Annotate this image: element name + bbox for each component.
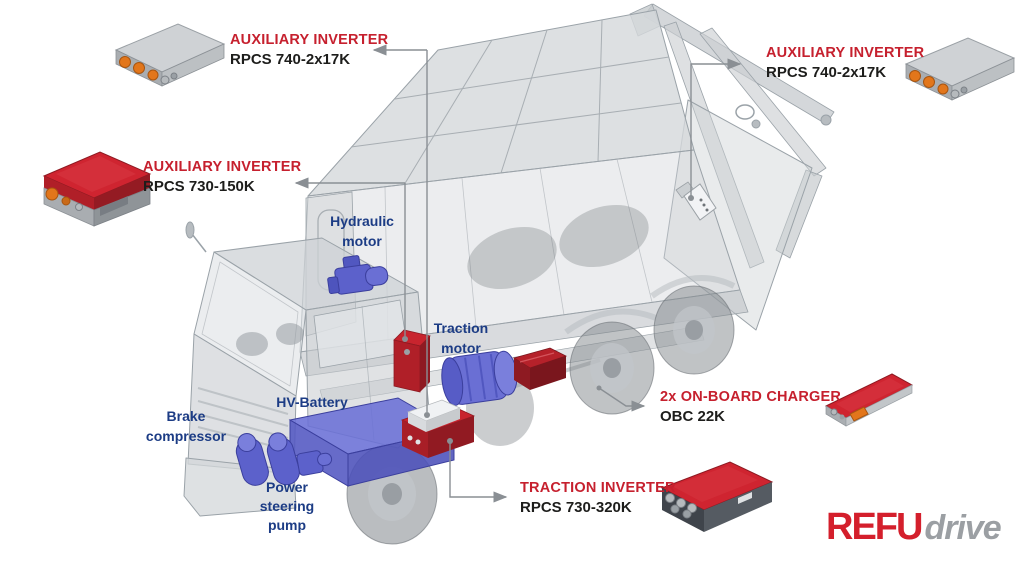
label-brake-compressor: Brake compressor — [145, 408, 227, 444]
logo-drive: drive — [924, 509, 1001, 547]
leader-onboard-charger — [596, 385, 646, 412]
logo-refu: REFU — [826, 506, 923, 548]
refudrive-logo: REFU drive — [826, 506, 1002, 549]
traction-inverter-device — [660, 461, 774, 532]
far-side-wheels — [466, 204, 649, 446]
leader-aux-top-right — [688, 58, 742, 201]
power-steering-pump-component — [296, 450, 333, 476]
truck-components — [235, 181, 717, 487]
traction-inverter-on-truck — [400, 399, 476, 458]
callout-model: RPCS 740-2x17K — [230, 51, 351, 68]
truck-body — [183, 3, 835, 545]
callout-title: TRACTION INVERTER — [520, 480, 676, 496]
brake-compressor-component — [235, 432, 300, 486]
callout-traction-inverter: TRACTION INVERTER RPCS 730-320K — [520, 479, 676, 517]
leader-traction-inverter — [447, 438, 508, 503]
label-hydraulic-motor: Hydraulic motor — [330, 213, 394, 249]
label-power-steering-pump: Power steering pump — [259, 479, 315, 533]
aux-inverter-730-device — [42, 151, 152, 227]
callout-title: 2x ON-BOARD CHARGER — [660, 389, 842, 405]
callout-onboard-charger: 2x ON-BOARD CHARGER OBC 22K — [660, 388, 841, 426]
callout-title: AUXILIARY INVERTER — [766, 45, 925, 61]
rear-lifter-arms — [629, 3, 835, 331]
leader-lines — [294, 44, 742, 503]
hydraulic-motor-component — [327, 255, 389, 295]
callout-aux-inverter-left: AUXILIARY INVERTER RPCS 730-150K — [143, 158, 301, 196]
onboard-charger-device — [824, 373, 914, 427]
rear-control-box — [675, 181, 717, 221]
callout-model: RPCS 730-320K — [520, 499, 632, 516]
callout-model: OBC 22K — [660, 408, 726, 425]
callout-aux-inverter-top-left: AUXILIARY INVERTER RPCS 740-2x17K — [230, 31, 388, 69]
callout-title: AUXILIARY INVERTER — [230, 32, 389, 48]
aux-inverter-740-device-left — [115, 23, 225, 87]
leader-aux-left — [294, 177, 408, 342]
rear-wheels — [564, 275, 736, 415]
callout-title: AUXILIARY INVERTER — [143, 159, 302, 175]
leader-aux-top-left — [372, 44, 430, 418]
label-traction-motor: Traction motor — [433, 320, 489, 356]
onboard-charger-on-truck — [513, 347, 568, 390]
label-hv-battery: HV-Battery — [276, 394, 348, 410]
callout-model: RPCS 730-150K — [143, 178, 255, 195]
traction-motor-component — [441, 350, 518, 406]
callout-aux-inverter-top-right: AUXILIARY INVERTER RPCS 740-2x17K — [766, 44, 924, 82]
callout-model: RPCS 740-2x17K — [766, 64, 887, 81]
